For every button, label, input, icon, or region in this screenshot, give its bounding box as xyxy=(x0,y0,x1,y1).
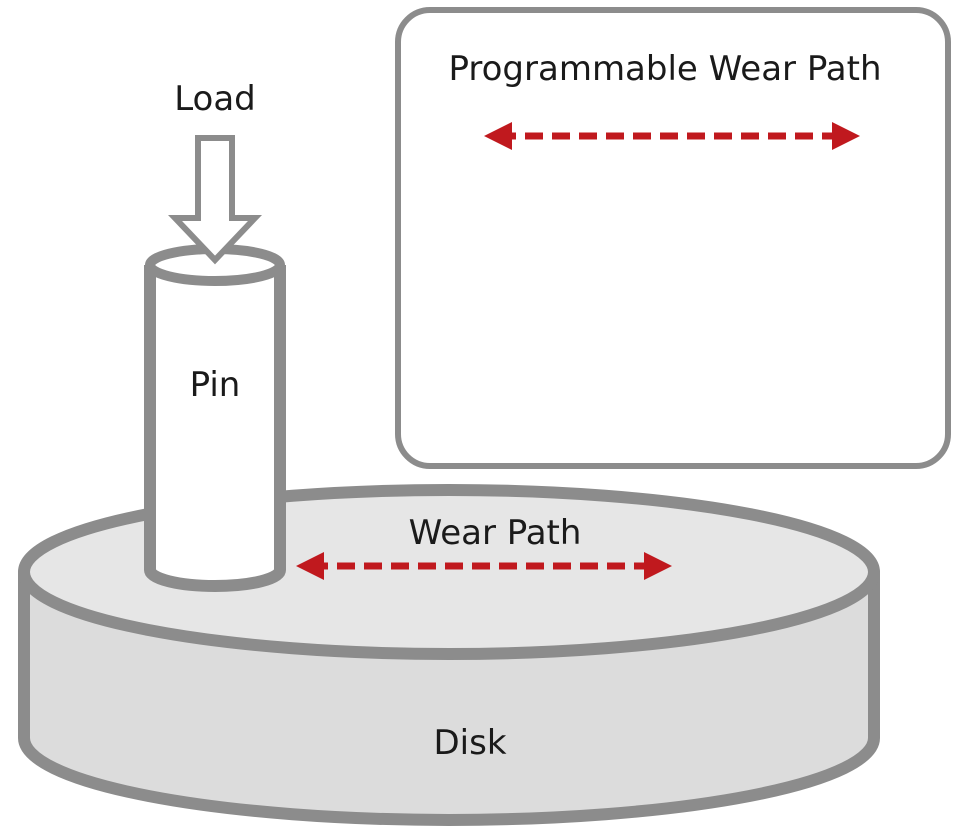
wear-path-label: Wear Path xyxy=(409,513,582,553)
load-label: Load xyxy=(174,79,256,119)
pin-body xyxy=(144,265,286,592)
programmable-wear-path-label: Programmable Wear Path xyxy=(448,49,881,89)
load-arrow-icon xyxy=(168,135,262,265)
pin xyxy=(144,244,286,592)
disk-label: Disk xyxy=(433,723,506,763)
pin-label: Pin xyxy=(190,365,241,405)
